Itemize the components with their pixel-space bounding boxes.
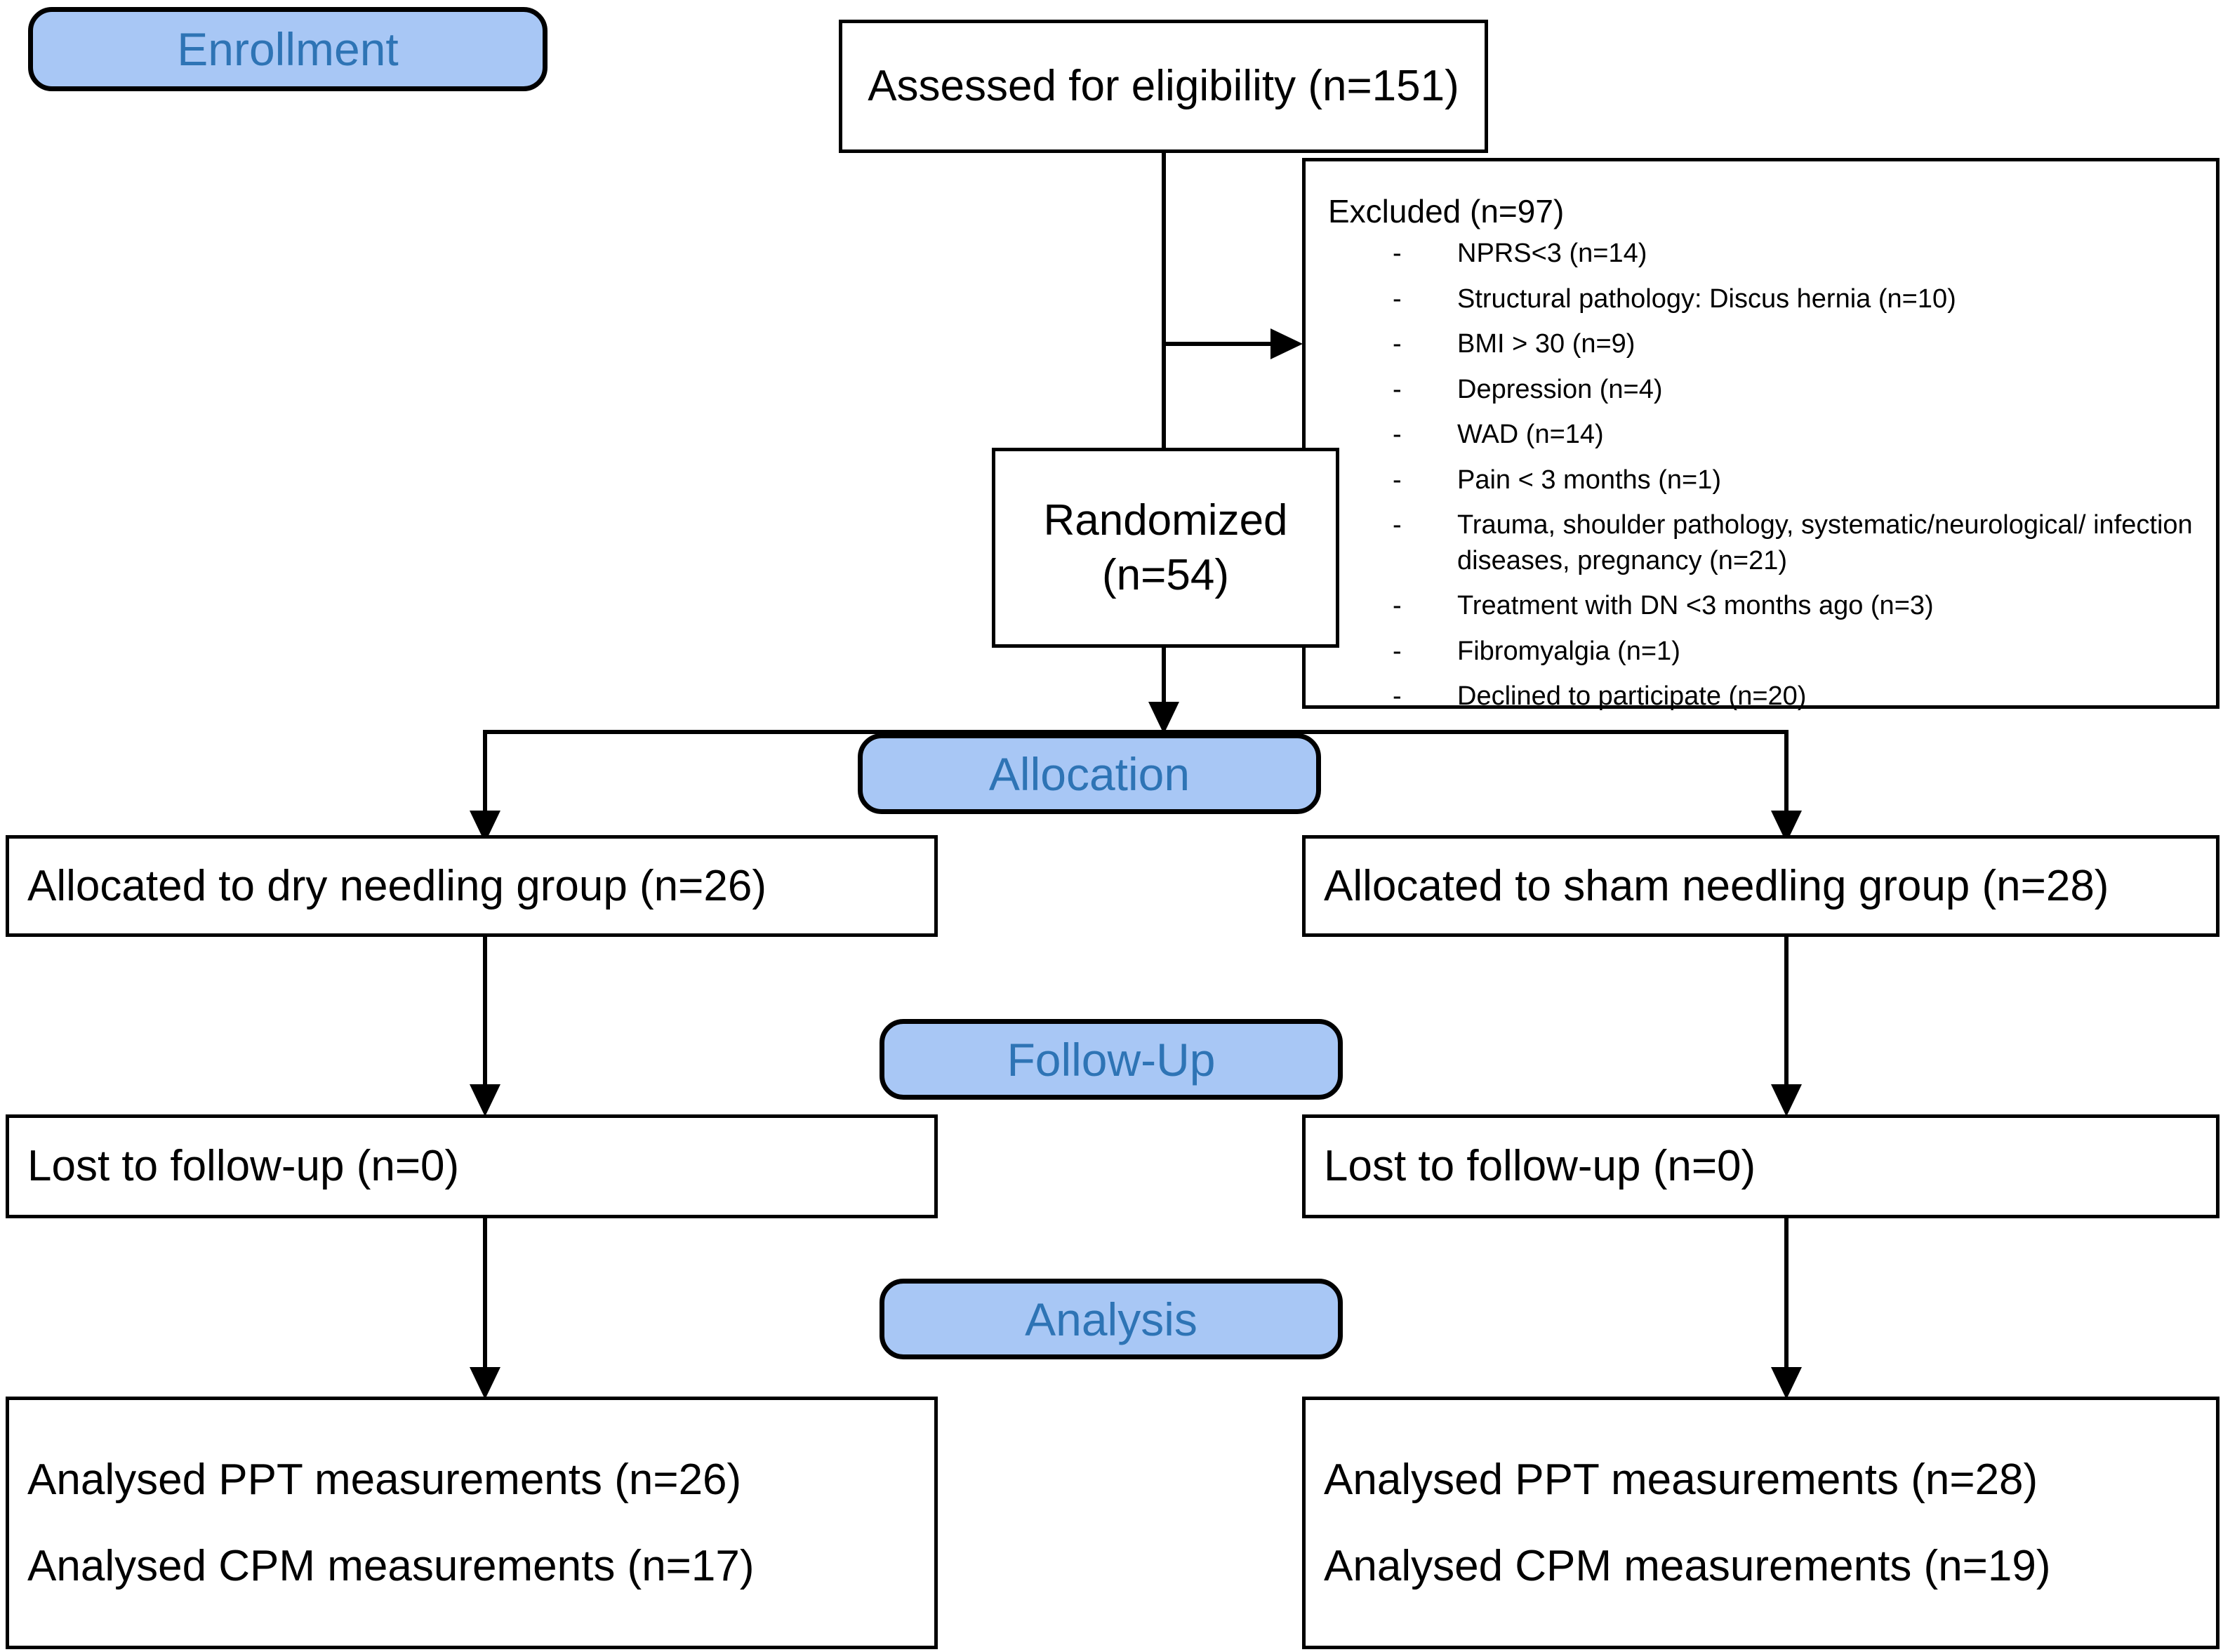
node-assessed-for-eligibility: Assessed for eligibility (n=151) (839, 20, 1488, 153)
node-analysed-right-ppt: Analysed PPT measurements (n=28) (1324, 1455, 2038, 1504)
bullet-dash-icon: - (1393, 636, 1402, 666)
node-randomized: Randomized (n=54) (992, 448, 1339, 648)
node-analysed-right: Analysed PPT measurements (n=28) Analyse… (1302, 1397, 2219, 1649)
connector-to-excluded (1162, 342, 1285, 346)
node-analysed-left: Analysed PPT measurements (n=26) Analyse… (6, 1397, 938, 1649)
excluded-reason-item: -BMI > 30 (n=9) (1324, 326, 2202, 362)
arrowhead-analysis-right (1771, 1367, 1802, 1399)
node-lost-to-followup-right: Lost to follow-up (n=0) (1302, 1114, 2219, 1218)
arrowhead-to-excluded (1270, 328, 1303, 359)
excluded-reasons-list: -NPRS<3 (n=14) -Structural pathology: Di… (1324, 236, 2202, 724)
bullet-dash-icon: - (1393, 239, 1402, 268)
stage-badge-analysis: Analysis (880, 1279, 1343, 1359)
node-lost-to-followup-left: Lost to follow-up (n=0) (6, 1114, 938, 1218)
stage-badge-allocation-label: Allocation (988, 747, 1190, 800)
excluded-title: Excluded (n=97) (1328, 193, 1565, 229)
bullet-dash-icon: - (1393, 374, 1402, 404)
stage-badge-enrollment: Enrollment (28, 7, 548, 91)
connector-lost-left-to-analysis-left (483, 1218, 487, 1394)
node-allocated-right-label: Allocated to sham needling group (n=28) (1324, 861, 2109, 910)
excluded-reason-item: -NPRS<3 (n=14) (1324, 236, 2202, 272)
connector-bus-to-allocated-left (483, 730, 487, 835)
node-lost-left-label: Lost to follow-up (n=0) (27, 1142, 460, 1191)
bullet-dash-icon: - (1393, 465, 1402, 495)
bullet-dash-icon: - (1393, 420, 1402, 450)
excluded-reason-item: -Declined to participate (n=20) (1324, 679, 2202, 714)
stage-badge-analysis-label: Analysis (1025, 1293, 1197, 1345)
bullet-dash-icon: - (1393, 681, 1402, 712)
node-randomized-label-1: Randomized (1043, 496, 1288, 545)
excluded-reason-item: -Structural pathology: Discus hernia (n=… (1324, 281, 2202, 317)
arrowhead-analysis-left (470, 1367, 500, 1399)
node-excluded: Excluded (n=97) -NPRS<3 (n=14) -Structur… (1302, 158, 2219, 711)
node-assessed-label: Assessed for eligibility (n=151) (868, 62, 1459, 111)
connector-lost-right-to-analysis-right (1784, 1218, 1789, 1394)
stage-badge-allocation: Allocation (858, 733, 1321, 814)
node-randomized-label-2: (n=54) (1102, 550, 1229, 599)
excluded-reason-item: -Pain < 3 months (n=1) (1324, 462, 2202, 498)
arrowhead-lost-left (470, 1084, 500, 1117)
excluded-reason-item: -Treatment with DN <3 months ago (n=3) (1324, 588, 2202, 624)
node-allocated-sham-needling: Allocated to sham needling group (n=28) (1302, 835, 2219, 937)
connector-bus-to-allocated-right (1784, 730, 1789, 835)
arrowhead-randomized-to-bus (1148, 702, 1179, 734)
connector-allocated-right-to-lost-right (1784, 937, 1789, 1109)
excluded-reason-item: -Fibromyalgia (n=1) (1324, 634, 2202, 670)
connector-randomized-to-bus (1162, 648, 1166, 725)
node-analysed-right-cpm: Analysed CPM measurements (n=19) (1324, 1542, 2051, 1590)
excluded-reason-item: -Trauma, shoulder pathology, systematic/… (1324, 507, 2202, 578)
node-analysed-left-ppt: Analysed PPT measurements (n=26) (27, 1455, 742, 1504)
connector-assessed-to-randomized (1162, 153, 1166, 448)
connector-allocated-left-to-lost-left (483, 937, 487, 1109)
stage-badge-enrollment-label: Enrollment (177, 23, 399, 75)
excluded-reason-item: -WAD (n=14) (1324, 417, 2202, 453)
node-lost-right-label: Lost to follow-up (n=0) (1324, 1142, 1756, 1191)
node-allocated-left-label: Allocated to dry needling group (n=26) (27, 861, 767, 910)
stage-badge-followup: Follow-Up (880, 1019, 1343, 1100)
bullet-dash-icon: - (1393, 591, 1402, 621)
bullet-dash-icon: - (1393, 284, 1402, 314)
node-analysed-left-cpm: Analysed CPM measurements (n=17) (27, 1542, 755, 1590)
excluded-reason-item: -Depression (n=4) (1324, 372, 2202, 408)
stage-badge-followup-label: Follow-Up (1007, 1033, 1216, 1086)
allocation-bus-line (483, 730, 1789, 734)
arrowhead-lost-right (1771, 1084, 1802, 1117)
bullet-dash-icon: - (1393, 329, 1402, 359)
node-allocated-dry-needling: Allocated to dry needling group (n=26) (6, 835, 938, 937)
bullet-dash-icon: - (1393, 510, 1402, 540)
